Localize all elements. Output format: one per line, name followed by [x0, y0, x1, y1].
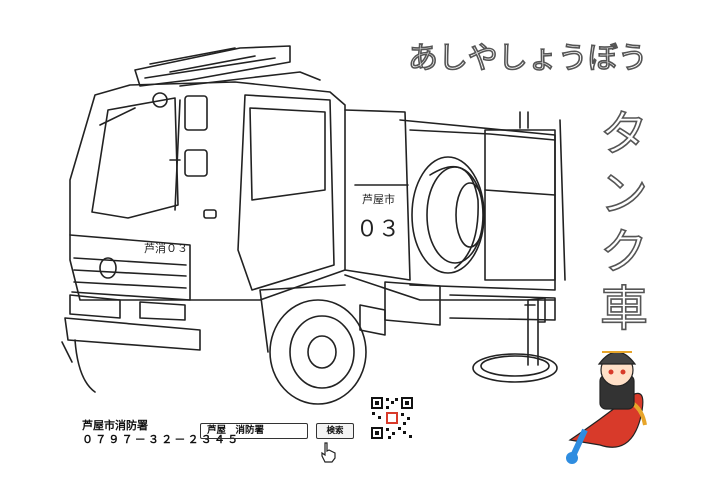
door-number: ０３ — [356, 217, 400, 242]
fire-truck-drawing — [61, 45, 566, 405]
search-button[interactable]: 検索 — [316, 423, 354, 439]
firefighter-mascot-icon — [566, 351, 647, 464]
search-input[interactable]: 芦屋 消防署 — [200, 423, 308, 439]
page-title: あしやしょうぼう — [408, 41, 648, 76]
station-name: 芦屋市消防署 — [82, 419, 148, 432]
vehicle-type-char-4: 車 — [600, 281, 648, 337]
vehicle-type-char-3: ク — [600, 224, 648, 280]
vehicle-type-char-1: タ — [600, 106, 648, 162]
vehicle-type-char-2: ン — [600, 166, 648, 222]
station-phone: ０７９７－３２－２３４５ — [82, 433, 241, 446]
front-label: 芦消０３ — [144, 241, 188, 255]
hand-pointer-icon — [321, 442, 336, 463]
qr-code-icon[interactable] — [370, 396, 414, 440]
door-label: 芦屋市 — [362, 192, 395, 206]
